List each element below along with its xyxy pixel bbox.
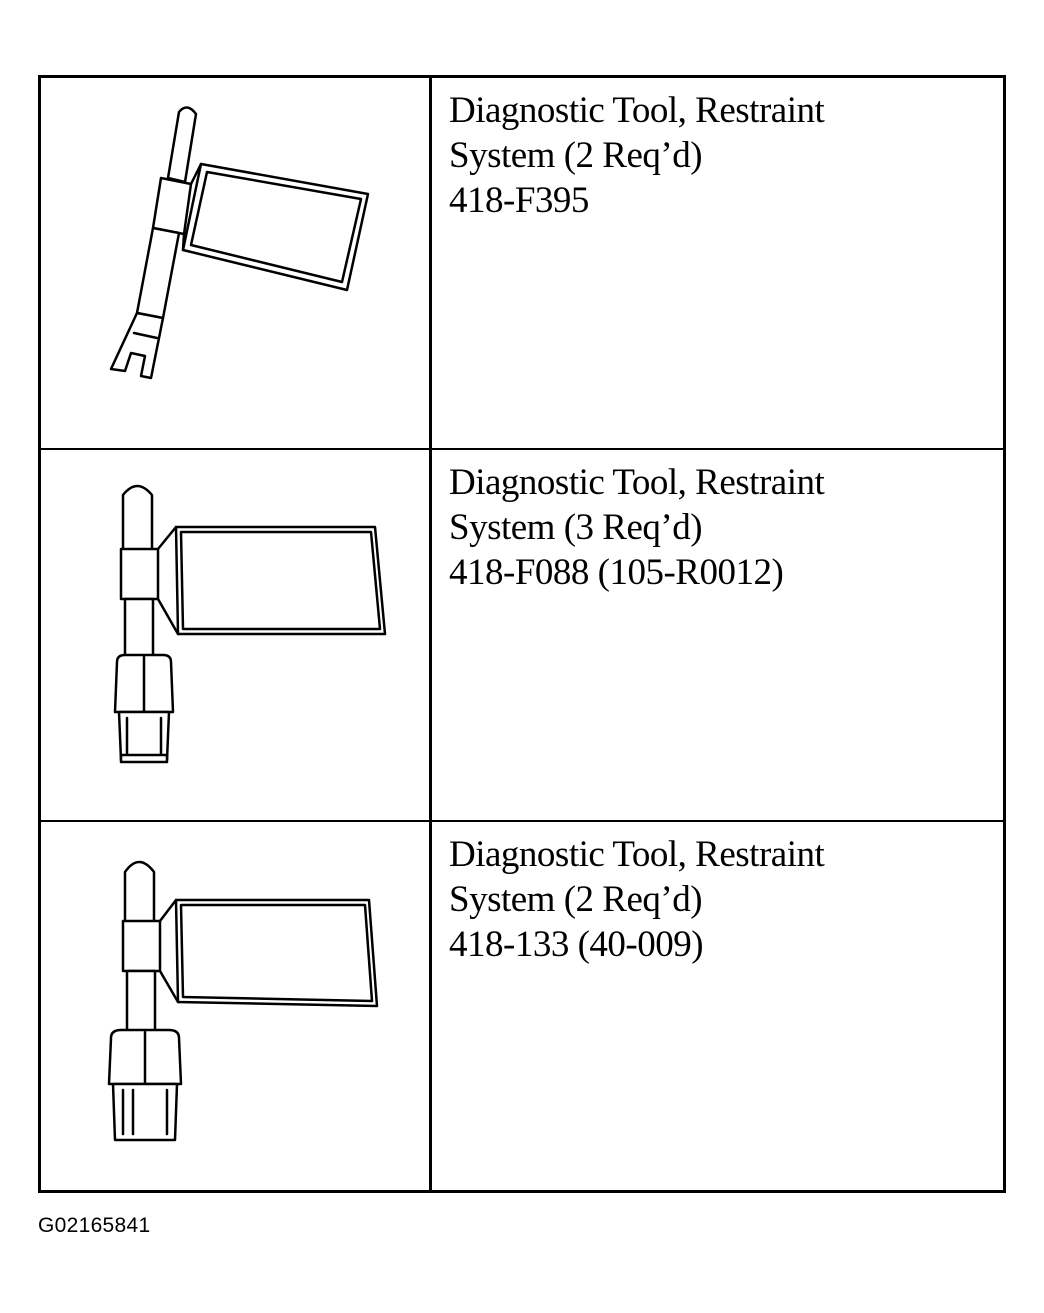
connector-probe-tool-icon [113,484,387,764]
tool-part-number: 418-F088 (105-R0012) [449,552,784,593]
tool-name-line1: Diagnostic Tool, Restraint [449,462,825,503]
fork-probe-tool-icon [109,106,370,380]
tool-name-line1: Diagnostic Tool, Restraint [449,834,825,875]
figure-id: G02165841 [38,1214,151,1237]
tool-row: Diagnostic Tool, Restraint System (2 Req… [41,78,1003,450]
tool-description: Diagnostic Tool, Restraint System (3 Req… [449,460,989,595]
tool-illustration-cell [41,78,432,448]
tool-name-line2: System (2 Req’d) [449,879,703,920]
tool-row: Diagnostic Tool, Restraint System (3 Req… [41,450,1003,822]
tool-name-line2: System (2 Req’d) [449,135,703,176]
tool-name-line2: System (3 Req’d) [449,507,703,548]
tool-part-number: 418-F395 [449,180,589,221]
tool-description: Diagnostic Tool, Restraint System (2 Req… [449,88,989,223]
tool-part-number: 418-133 (40-009) [449,924,704,965]
tool-name-line1: Diagnostic Tool, Restraint [449,90,825,131]
tool-row: Diagnostic Tool, Restraint System (2 Req… [41,822,1003,1190]
connector-probe-tool-icon [107,860,379,1142]
special-tools-table: Diagnostic Tool, Restraint System (2 Req… [38,75,1006,1193]
tool-illustration-cell [41,450,432,820]
tool-illustration-cell [41,822,432,1190]
tool-description: Diagnostic Tool, Restraint System (2 Req… [449,832,989,967]
